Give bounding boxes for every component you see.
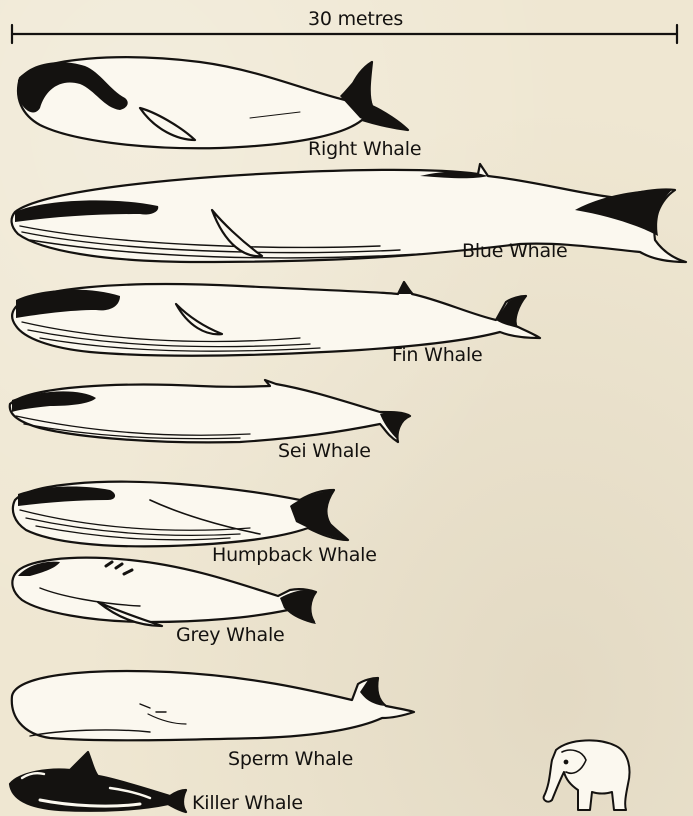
killer-whale-illustration (10, 752, 186, 812)
right-whale-illustration (18, 57, 408, 148)
scale-label: 30 metres (308, 8, 403, 30)
blue-whale-illustration (12, 164, 686, 262)
label-fin-whale: Fin Whale (392, 344, 483, 366)
label-right-whale: Right Whale (308, 138, 421, 160)
elephant-icon (544, 740, 630, 810)
label-humpback-whale: Humpback Whale (212, 544, 377, 566)
label-killer-whale: Killer Whale (192, 792, 303, 814)
grey-whale-illustration (12, 558, 316, 626)
label-sei-whale: Sei Whale (278, 440, 371, 462)
label-blue-whale: Blue Whale (462, 240, 568, 262)
label-sperm-whale: Sperm Whale (228, 748, 353, 770)
sperm-whale-illustration (12, 671, 414, 740)
label-grey-whale: Grey Whale (176, 624, 285, 646)
humpback-whale-illustration (13, 482, 348, 547)
sei-whale-illustration (10, 380, 410, 442)
